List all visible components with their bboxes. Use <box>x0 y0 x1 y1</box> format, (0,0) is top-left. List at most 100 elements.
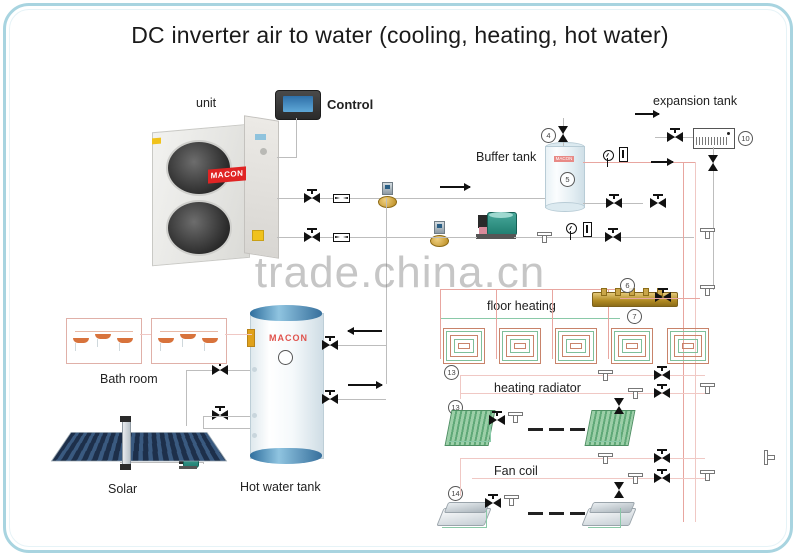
tee-radiator-1 <box>508 412 523 423</box>
valve-pump-outlet[interactable] <box>605 227 621 243</box>
valve-rad-supply[interactable] <box>654 365 670 381</box>
hwt-side-port <box>247 329 255 347</box>
fc1-return-h <box>442 527 486 529</box>
fh-return-header <box>440 318 620 320</box>
controller-cable-v <box>296 118 298 158</box>
valve-hwt-bottom[interactable] <box>322 389 338 405</box>
unit-return-line <box>277 237 427 239</box>
solar-return-pipe <box>203 428 250 430</box>
flow-arrow-hwt-in <box>347 327 382 334</box>
valve-hwt-top[interactable] <box>322 335 338 351</box>
solar-panel <box>50 432 228 462</box>
tee-rad-return <box>628 388 643 399</box>
tee-fc-supply <box>598 453 613 464</box>
valve-rad-return[interactable] <box>654 383 670 399</box>
valve-riser-1[interactable] <box>650 193 666 209</box>
valve-expansion-tank[interactable] <box>667 127 683 143</box>
valve-radiator-1[interactable] <box>489 410 505 426</box>
tag-safety-valve: 4 <box>541 128 556 143</box>
tee-end-fc <box>764 450 775 465</box>
fh-riser-3 <box>552 289 554 359</box>
three-way-valve-upper[interactable] <box>378 182 397 208</box>
thermometer-upper <box>619 147 628 162</box>
hwt-fitting-1 <box>252 367 257 372</box>
valve-fc-supply[interactable] <box>654 448 670 464</box>
fan-coil-unit-2 <box>581 502 637 528</box>
radiator-dash-3 <box>570 428 585 431</box>
rad-riser-left <box>460 375 462 399</box>
shower-1-1 <box>73 331 89 353</box>
flow-arrow-expansion <box>635 110 660 117</box>
strainer-return <box>333 233 350 242</box>
fc2-return <box>620 508 622 528</box>
tee-riser-radiator <box>700 383 715 394</box>
solar-cap-top <box>120 416 131 422</box>
shower-1-3 <box>117 331 133 353</box>
valve-buffer-return[interactable] <box>606 193 622 209</box>
hot-water-tank: MACON <box>247 305 324 465</box>
fh-left-riser <box>440 289 442 359</box>
solar-pump-pipe <box>120 462 182 464</box>
bathroom-to-tank-pipe <box>225 334 252 336</box>
tag-manifold-lower: 7 <box>627 309 642 324</box>
valve-fan-coil-1[interactable] <box>485 493 501 509</box>
valve-fc-return[interactable] <box>654 468 670 484</box>
solar-pump-join-h <box>196 462 204 464</box>
tag-hot-water-tank <box>278 350 293 365</box>
manifold-supply-pipe <box>620 298 700 300</box>
unit-yellow-label <box>252 230 264 241</box>
valve-return-1[interactable] <box>304 227 320 243</box>
shower-2-2 <box>180 327 196 349</box>
floor-coil-4 <box>611 328 655 368</box>
valve-solar-supply[interactable] <box>212 360 228 376</box>
fc2-return-h <box>588 527 620 529</box>
page-title: DC inverter air to water (cooling, heati… <box>131 22 669 48</box>
fc1-return <box>486 510 488 528</box>
unit-badge <box>255 134 266 140</box>
label-control: Control <box>327 97 374 112</box>
fc-riser-left <box>460 458 462 496</box>
fh-riser-4 <box>608 289 610 359</box>
pump-motor-top <box>489 212 513 218</box>
hwt-bottom-cap <box>250 448 322 464</box>
main-return-riser <box>695 162 697 522</box>
fan-coil-dash-3 <box>570 512 585 515</box>
fh-supply-header <box>440 289 620 291</box>
tag-manifold-upper: 6 <box>620 278 635 293</box>
label-buffer-tank: Buffer tank <box>476 150 537 164</box>
hwt-top-cap <box>250 305 322 321</box>
tag-buffer-tank: 5 <box>560 172 575 187</box>
gauge-stem-upper <box>607 158 609 167</box>
label-fan-coil: Fan coil <box>494 464 538 478</box>
valve-radiator-2[interactable] <box>614 398 625 414</box>
hwt-body <box>250 313 324 459</box>
valve-fan-coil-2[interactable] <box>614 482 625 498</box>
label-hot-water-tank: Hot water tank <box>240 480 321 494</box>
label-expansion-tank: expansion tank <box>653 94 738 108</box>
hwt-fitting-2 <box>252 413 257 418</box>
buffer-tank-outlet <box>583 162 695 164</box>
hwt-out-bottom <box>322 399 386 401</box>
safety-valve-buffer[interactable] <box>558 126 569 142</box>
valve-manifold[interactable] <box>655 287 671 303</box>
tag-expansion-tank: 10 <box>738 131 753 146</box>
rad-supply-header <box>460 375 705 377</box>
valve-solar-return[interactable] <box>212 405 228 421</box>
controller-panel[interactable] <box>275 90 321 120</box>
bathroom-box-2 <box>151 318 227 364</box>
flow-arrow-supply <box>440 183 471 190</box>
tag-fan-coil: 14 <box>448 486 463 501</box>
fan-coil-dash-2 <box>549 512 564 515</box>
valve-supply-1[interactable] <box>304 188 320 204</box>
unit-corner-label <box>152 137 161 145</box>
expansion-drain-riser <box>713 147 715 290</box>
tee-riser-main <box>700 228 715 239</box>
watermark: trade.china.cn <box>254 248 546 297</box>
expansion-tank <box>693 128 735 149</box>
tee-riser-fancoil <box>700 470 715 481</box>
tee-fc-return <box>628 473 643 484</box>
pressure-gauge-upper <box>603 150 614 161</box>
gauge-stem-lower <box>570 231 572 240</box>
solar-return-h2 <box>203 416 250 418</box>
valve-expansion-drain[interactable] <box>708 155 719 171</box>
